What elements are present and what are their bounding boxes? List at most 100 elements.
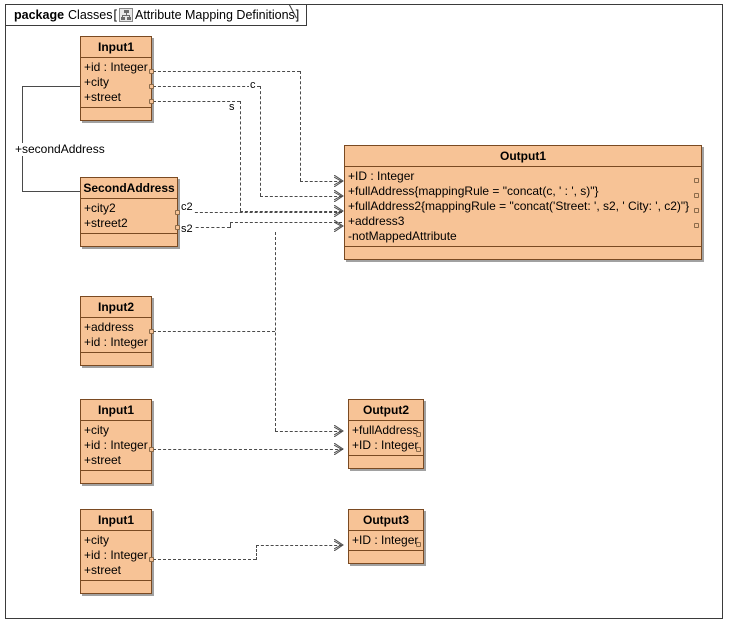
class-operations bbox=[81, 581, 151, 593]
class-box-output3[interactable]: Output3 +ID : Integer bbox=[348, 509, 424, 564]
class-title: Input1 bbox=[81, 400, 151, 421]
class-attribute: +id : Integer bbox=[84, 548, 148, 562]
class-attribute: +city bbox=[84, 533, 110, 547]
arrowhead-output1-address3 bbox=[334, 220, 344, 232]
class-operations bbox=[81, 234, 177, 246]
arrowhead-output2-fulladdress bbox=[334, 425, 344, 437]
class-box-input1-bottom[interactable]: Input1 +city +id : Integer +street bbox=[80, 509, 152, 594]
connector-id-to-id-seg3[interactable] bbox=[300, 181, 342, 182]
connector-street-seg1[interactable] bbox=[153, 101, 240, 102]
class-attributes: +address +id : Integer bbox=[81, 318, 151, 353]
class-attribute: +address bbox=[84, 320, 134, 334]
class-attribute: +fullAddress{mappingRule = "concat(c, ' … bbox=[348, 184, 599, 198]
class-operations bbox=[349, 551, 423, 563]
port-output2-id[interactable] bbox=[416, 447, 421, 452]
arrowhead-output2-id bbox=[334, 443, 344, 455]
port-input1-top-id[interactable] bbox=[149, 69, 154, 74]
class-attributes: +city +id : Integer +street bbox=[81, 421, 151, 471]
class-attribute: +fullAddress2{mappingRule = "concat('Str… bbox=[348, 199, 690, 213]
class-attributes: +city2 +street2 bbox=[81, 199, 177, 234]
class-attribute: +id : Integer bbox=[84, 438, 148, 452]
class-attributes: +fullAddress +ID : Integer bbox=[349, 421, 423, 456]
arrowhead-output1-fulladdress bbox=[334, 190, 344, 202]
class-attribute: +ID : Integer bbox=[352, 533, 419, 547]
class-title: Output2 bbox=[349, 400, 423, 421]
arrowhead-output1-id bbox=[334, 175, 344, 187]
class-title: Output3 bbox=[349, 510, 423, 531]
class-attribute: +street bbox=[84, 90, 122, 104]
class-box-second-address[interactable]: SecondAddress +city2 +street2 bbox=[80, 177, 178, 247]
class-attribute: +city2 bbox=[84, 201, 116, 215]
connector-city2-seg1[interactable] bbox=[180, 212, 342, 213]
bracket-open: [ bbox=[113, 8, 117, 22]
arrowhead-output3-id bbox=[334, 539, 344, 551]
connector-street-seg2[interactable] bbox=[240, 101, 241, 211]
connector-input2-seg3[interactable] bbox=[275, 431, 342, 432]
port-output2-fulladdress[interactable] bbox=[416, 432, 421, 437]
port-input1-mid-id[interactable] bbox=[149, 447, 154, 452]
port-secondaddress-street2[interactable] bbox=[175, 225, 180, 230]
class-attribute: +ID : Integer bbox=[352, 438, 419, 452]
class-title: Input1 bbox=[81, 510, 151, 531]
class-attribute: +street bbox=[84, 563, 122, 577]
connector-bot-id-seg1[interactable] bbox=[153, 559, 256, 560]
class-operations bbox=[81, 471, 151, 483]
class-box-input1-mid[interactable]: Input1 +city +id : Integer +street bbox=[80, 399, 152, 484]
connector-street2-seg2[interactable] bbox=[230, 222, 231, 228]
package-frame-header: package Classes [ Attribute Mapping Defi… bbox=[5, 4, 308, 26]
bracket-close: ] bbox=[295, 8, 300, 22]
connector-input2-seg1[interactable] bbox=[153, 331, 275, 332]
class-operations bbox=[81, 108, 151, 120]
class-attribute: +city bbox=[84, 75, 110, 89]
class-box-output2[interactable]: Output2 +fullAddress +ID : Integer bbox=[348, 399, 424, 469]
connector-street2-seg3[interactable] bbox=[230, 222, 342, 223]
port-output1-address3[interactable] bbox=[694, 223, 699, 228]
port-output1-id[interactable] bbox=[694, 178, 699, 183]
connector-street-seg3[interactable] bbox=[240, 211, 342, 212]
package-frame-border bbox=[5, 4, 723, 619]
package-name: Classes bbox=[68, 8, 113, 22]
class-attributes: +id : Integer +city +street bbox=[81, 58, 151, 108]
class-title: Input1 bbox=[81, 37, 151, 58]
connector-street2-seg1[interactable] bbox=[180, 227, 230, 228]
connector-mid-id-to-output2[interactable] bbox=[153, 449, 343, 450]
connector-id-to-id-seg1[interactable] bbox=[153, 71, 300, 72]
port-output3-id[interactable] bbox=[416, 542, 421, 547]
port-input2-address[interactable] bbox=[149, 329, 154, 334]
connector-bot-id-seg3[interactable] bbox=[256, 545, 342, 546]
class-operations bbox=[345, 247, 701, 259]
class-attribute: +address3 bbox=[348, 214, 405, 228]
port-output1-fulladdress[interactable] bbox=[694, 193, 699, 198]
class-attribute: -notMappedAttribute bbox=[348, 229, 457, 243]
connector-city-seg1[interactable] bbox=[153, 86, 260, 87]
assoc-seg-bottom[interactable] bbox=[22, 191, 80, 192]
connector-bot-id-seg2[interactable] bbox=[256, 545, 257, 560]
class-box-input2[interactable]: Input2 +address +id : Integer bbox=[80, 296, 152, 366]
connector-label-s: s bbox=[228, 101, 236, 113]
connector-label-c: c bbox=[249, 79, 257, 91]
class-box-input1-top[interactable]: Input1 +id : Integer +city +street bbox=[80, 36, 152, 121]
connector-label-c2: c2 bbox=[180, 201, 194, 213]
class-box-output1[interactable]: Output1 +ID : Integer +fullAddress{mappi… bbox=[344, 145, 702, 260]
port-input1-top-city[interactable] bbox=[149, 84, 154, 89]
connector-city-seg2[interactable] bbox=[260, 86, 261, 196]
package-keyword: package bbox=[14, 8, 65, 22]
assoc-seg-top[interactable] bbox=[22, 86, 80, 87]
connector-input2-seg2[interactable] bbox=[275, 232, 276, 431]
port-input1-top-street[interactable] bbox=[149, 99, 154, 104]
class-attribute: +city bbox=[84, 423, 110, 437]
class-attribute: +fullAddress bbox=[352, 423, 419, 437]
class-attributes: +ID : Integer bbox=[349, 531, 423, 551]
class-operations bbox=[81, 353, 151, 365]
port-input1-bot-id[interactable] bbox=[149, 557, 154, 562]
class-operations bbox=[349, 456, 423, 468]
port-secondaddress-city2[interactable] bbox=[175, 210, 180, 215]
port-output1-fulladdress2[interactable] bbox=[694, 208, 699, 213]
assoc-seg-left[interactable] bbox=[22, 86, 23, 191]
class-attributes: +city +id : Integer +street bbox=[81, 531, 151, 581]
class-title: Input2 bbox=[81, 297, 151, 318]
connector-city-seg3[interactable] bbox=[260, 196, 342, 197]
class-attribute: +street bbox=[84, 453, 122, 467]
connector-id-to-id-seg2[interactable] bbox=[300, 71, 301, 181]
class-attributes: +ID : Integer +fullAddress{mappingRule =… bbox=[345, 167, 701, 247]
